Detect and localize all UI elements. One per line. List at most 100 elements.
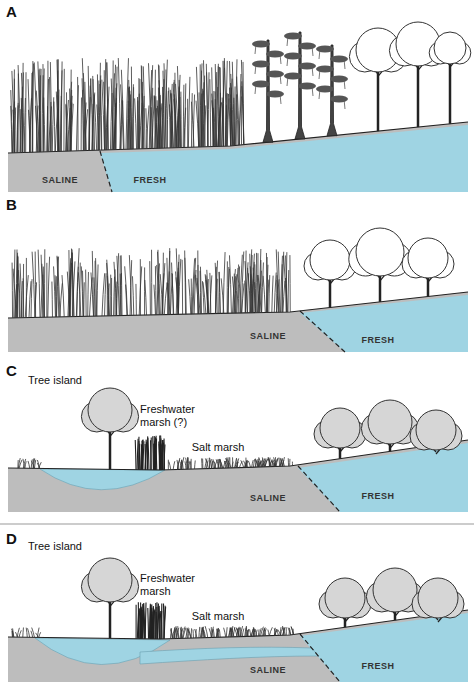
reed [234,628,237,637]
reed [203,282,206,314]
reed [268,630,269,636]
reed [292,462,293,466]
reed [258,629,260,636]
cypress-foliage [330,76,348,83]
reed [79,263,81,317]
reed [226,627,228,637]
reed [224,58,226,146]
panel [8,388,468,512]
reed [147,608,149,639]
reed [209,273,211,314]
reed [202,82,204,147]
reed [258,461,259,467]
reed [264,628,265,635]
reed [135,440,137,470]
reed [196,101,199,147]
reed [147,105,149,148]
reed [179,86,181,147]
reed [259,462,260,467]
reed [287,270,289,312]
reed [182,260,183,314]
cypress-foliage [330,96,348,103]
reed [204,60,206,147]
reed [280,627,282,635]
reed [149,261,151,315]
reed [99,63,101,150]
reed [212,627,214,638]
reed [253,627,255,636]
zone-label: FRESH [131,175,168,185]
reed [52,97,54,151]
reed [129,86,130,149]
reed [221,278,224,313]
tree-crown [373,568,417,612]
reed [140,259,141,315]
reed [118,58,120,149]
reed [39,70,41,152]
reed [140,608,142,639]
reed [226,93,227,146]
saline-boundary [298,466,340,512]
spanish-moss [312,46,313,56]
reed [60,283,62,317]
habitat-label: Tree island [28,374,82,387]
reed [202,627,204,638]
reed [83,282,85,316]
reed [71,249,74,317]
reed [22,627,24,637]
reed [282,626,285,635]
spanish-moss [319,69,320,79]
reed [120,273,121,316]
reed [149,604,151,639]
reed [239,628,241,637]
reed [23,459,25,468]
reed [183,85,185,148]
panel-letter: D [6,530,17,547]
reed [50,77,51,152]
reed [215,64,216,146]
reed [140,608,142,638]
reed [250,629,251,636]
reed [155,266,157,315]
reed [57,256,59,317]
reed [248,273,249,313]
reed [77,77,78,151]
reed [288,627,291,634]
reed [127,88,128,150]
reed [92,251,93,316]
cypress-foliage [266,71,284,78]
reed [268,275,270,312]
reed [227,94,229,146]
zone-label: SALINE [248,665,288,675]
reed [245,461,248,467]
cypress-foliage [298,63,316,70]
reed [135,284,136,315]
reed [216,459,219,468]
reed [105,59,106,150]
reed [151,250,152,315]
reed [107,263,109,316]
reed [210,458,212,469]
reed [219,67,221,146]
reed [171,93,172,148]
reed [229,628,232,637]
reed [201,94,202,147]
reed [53,102,55,152]
reed [173,461,175,469]
reed [185,83,186,147]
reed [281,256,283,312]
tree-crown [325,578,365,618]
spanish-moss [280,94,281,104]
reed [11,90,13,153]
spanish-moss [344,59,345,69]
reed [39,69,40,152]
reed [132,84,133,149]
reed [172,263,174,315]
reed [26,628,27,638]
reed [142,604,143,639]
reed [191,93,193,147]
reed [17,628,19,637]
reed [159,436,160,470]
reed [222,61,224,146]
reed [201,458,203,468]
